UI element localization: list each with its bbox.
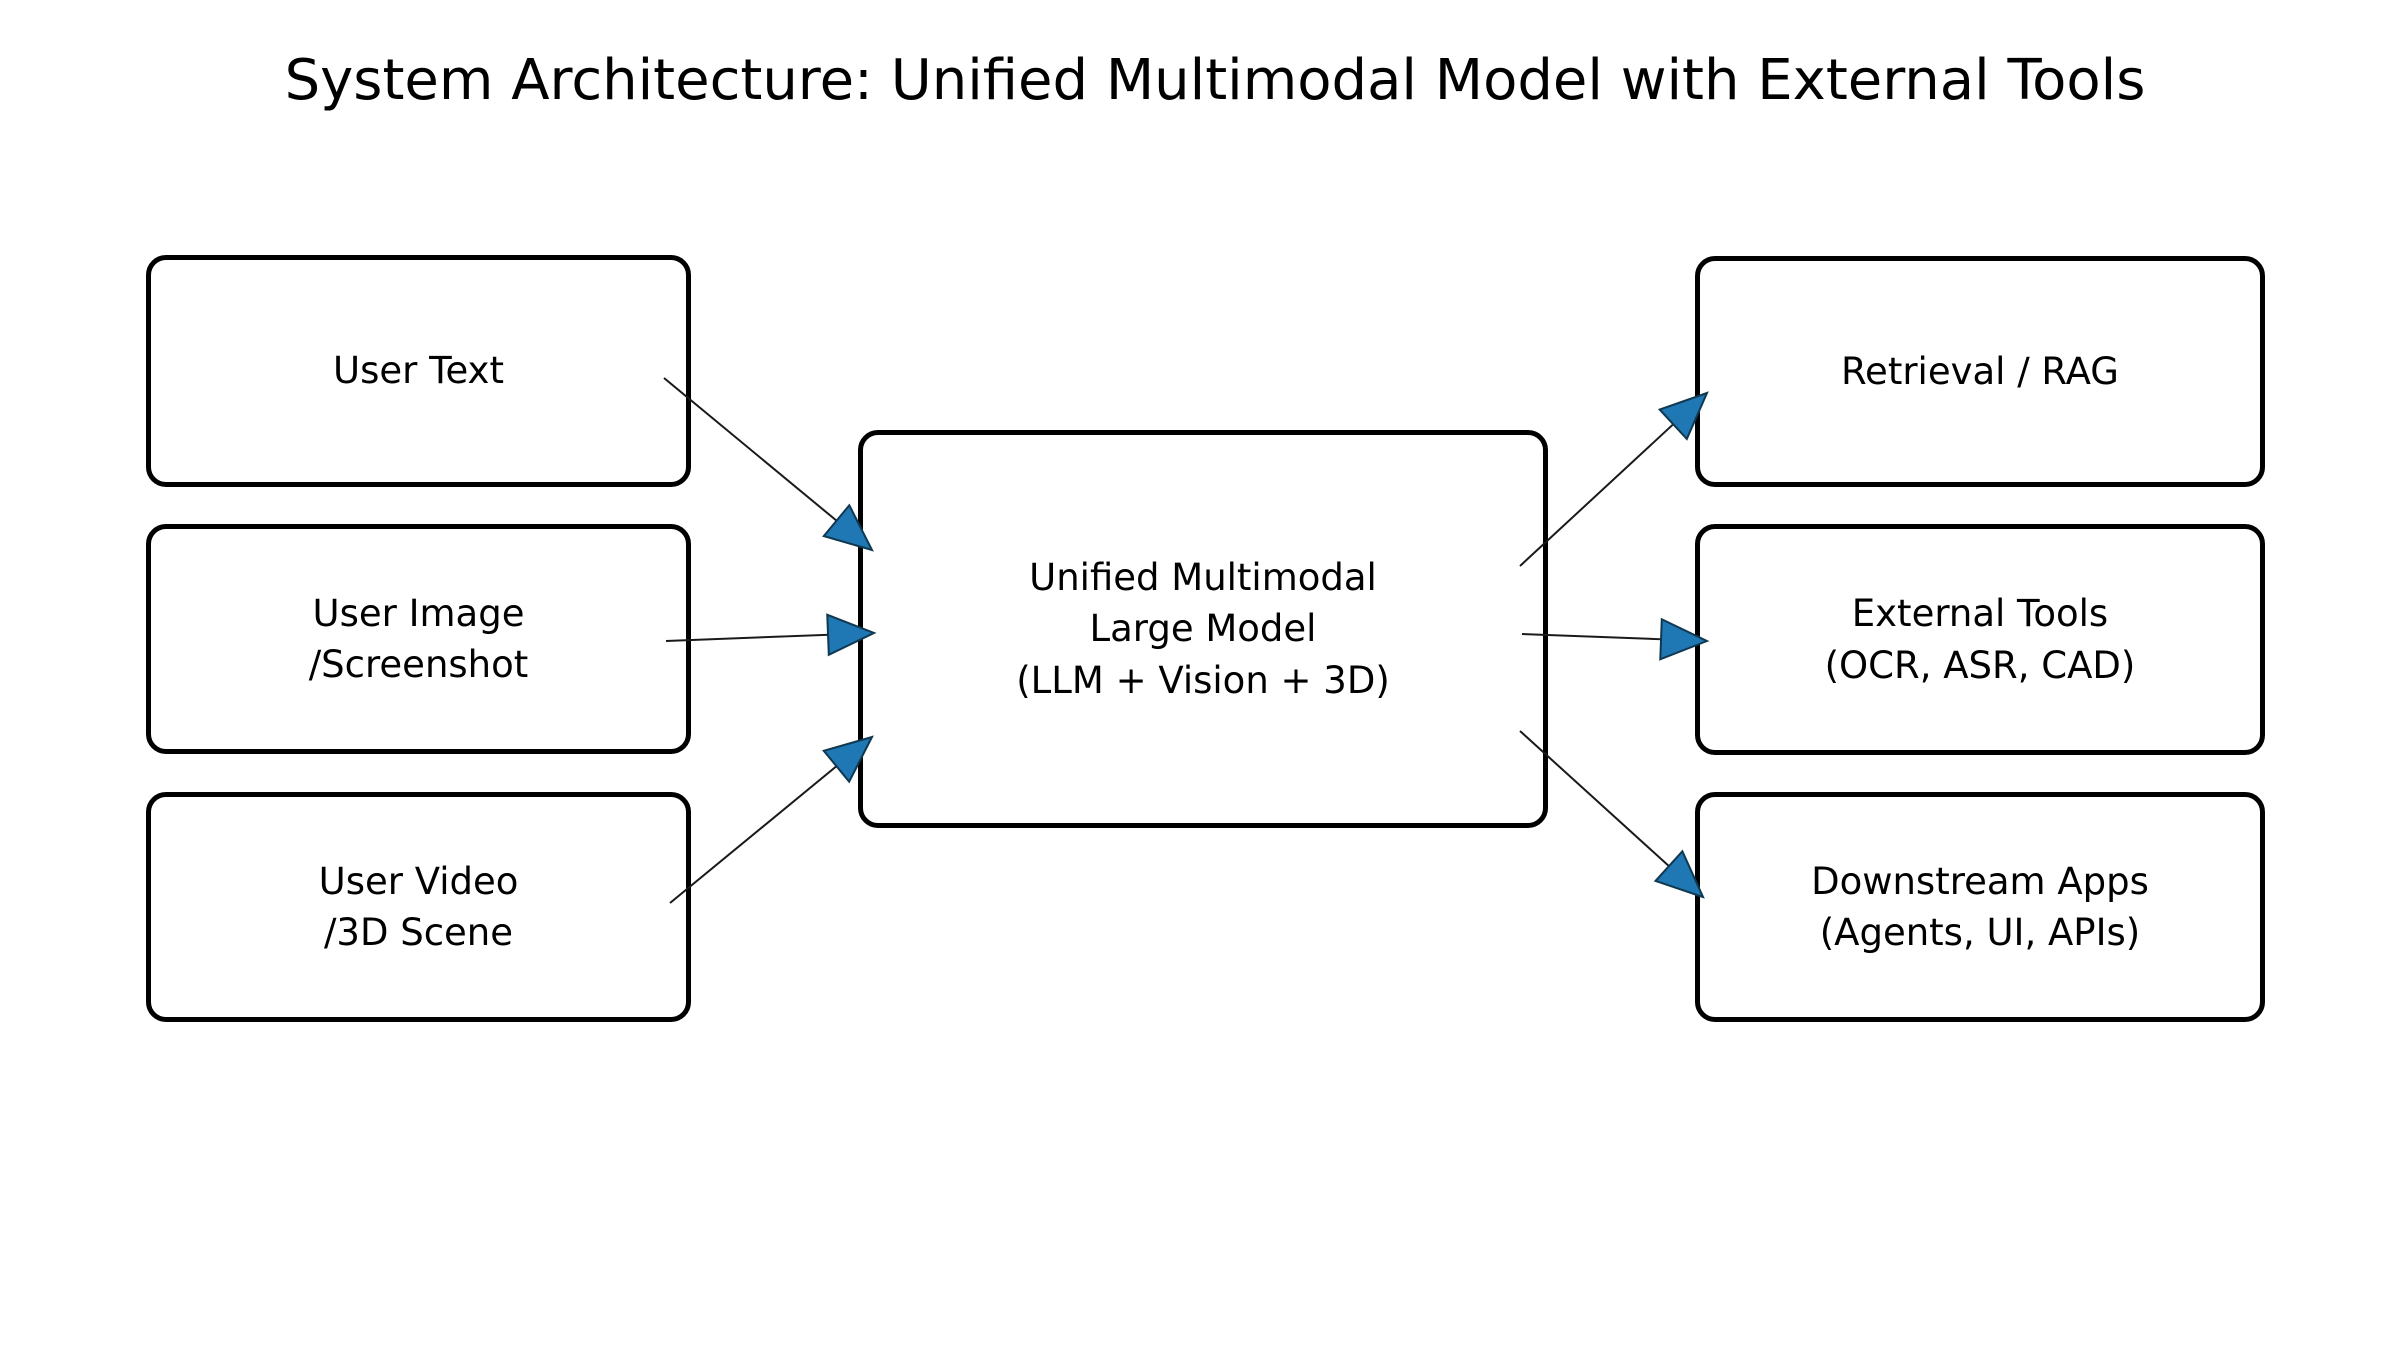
node-user-text-label: User Text xyxy=(333,349,504,393)
node-external-tools: External Tools (OCR, ASR, CAD) xyxy=(1695,524,2265,755)
node-unified-model-label: Unified Multimodal Large Model (LLM + Vi… xyxy=(1016,556,1390,702)
node-retrieval-rag: Retrieval / RAG xyxy=(1695,256,2265,487)
node-external-tools-label: External Tools (OCR, ASR, CAD) xyxy=(1824,592,2136,687)
arrow-line xyxy=(665,633,837,642)
arrow-line xyxy=(669,760,844,904)
arrow-unified-model-to-retrieval-rag xyxy=(1519,391,1709,567)
arrow-unified-model-to-external-tools xyxy=(1521,617,1710,661)
arrow-user-image-to-unified-model xyxy=(665,613,877,657)
node-unified-model: Unified Multimodal Large Model (LLM + Vi… xyxy=(858,430,1548,828)
node-user-text: User Text xyxy=(146,255,691,487)
node-user-image-label: User Image /Screenshot xyxy=(308,591,529,686)
node-downstream-apps-label: Downstream Apps (Agents, UI, APIs) xyxy=(1811,859,2149,954)
arrow-user-text-to-unified-model xyxy=(663,377,874,552)
node-downstream-apps: Downstream Apps (Agents, UI, APIs) xyxy=(1695,792,2265,1022)
node-user-video-label: User Video /3D Scene xyxy=(318,859,519,954)
node-retrieval-rag-label: Retrieval / RAG xyxy=(1841,349,2119,393)
diagram-title: System Architecture: Unified Multimodal … xyxy=(284,48,2146,113)
node-user-image: User Image /Screenshot xyxy=(146,524,691,754)
node-user-video: User Video /3D Scene xyxy=(146,792,691,1022)
arrow-user-video-to-unified-model xyxy=(669,735,874,904)
